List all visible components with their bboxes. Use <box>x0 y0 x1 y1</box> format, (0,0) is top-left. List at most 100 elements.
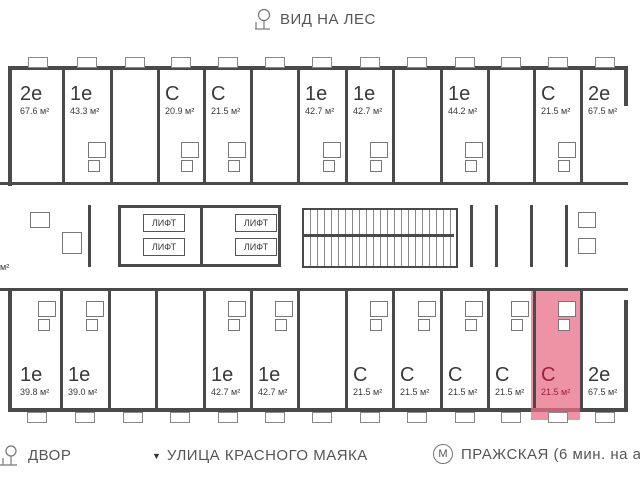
bathroom-fixture <box>62 232 82 254</box>
partition-wall <box>157 70 160 182</box>
sink-fixture <box>86 319 98 331</box>
yard-label: ДВОР <box>28 446 72 464</box>
partition-wall <box>487 291 490 408</box>
lift-shaft: ЛИФТ <box>143 214 185 232</box>
bathroom-fixture <box>558 142 576 158</box>
balcony <box>124 57 145 68</box>
sink-fixture <box>228 160 240 172</box>
street-legend: ▼ УЛИЦА КРАСНОГО МАЯКА <box>152 447 368 464</box>
unit-type: С <box>448 364 463 386</box>
sink-fixture <box>558 319 570 331</box>
sink-fixture <box>558 160 570 172</box>
partition-wall <box>487 70 490 182</box>
top-unit[interactable] <box>250 70 297 182</box>
unit-type: С <box>541 364 556 386</box>
balcony <box>407 412 427 423</box>
metro-legend: М ПРАЖСКАЯ (6 мин. на авт <box>433 444 640 464</box>
partition-wall <box>580 70 583 182</box>
unit-type: 2e <box>588 83 611 105</box>
bathroom-fixture <box>418 301 436 317</box>
corridor-wall-bottom <box>0 288 628 291</box>
balcony <box>122 412 143 423</box>
unit-type: С <box>353 364 368 386</box>
unit-area: 21.5 м² <box>400 387 430 397</box>
bathroom-fixture <box>30 212 50 228</box>
bathroom-fixture <box>558 301 576 317</box>
bottom-unit[interactable] <box>297 291 345 408</box>
unit-area: 21.5 м² <box>541 106 571 116</box>
unit-area: 42.7 м² <box>258 387 288 397</box>
unit-type: 1e <box>20 364 43 386</box>
unit-type: 1e <box>353 83 376 105</box>
unit-type: С <box>541 83 556 105</box>
core-wall <box>495 205 498 267</box>
partition-wall <box>345 70 348 182</box>
sink-fixture <box>228 319 240 331</box>
balcony <box>217 57 238 68</box>
sink-fixture <box>511 319 523 331</box>
partition-wall <box>533 70 536 182</box>
bathroom-fixture <box>275 301 293 317</box>
balcony <box>595 57 615 68</box>
sink-fixture <box>418 319 430 331</box>
unit-area: 67.5 м² <box>588 106 618 116</box>
corridor-wall-top <box>0 182 628 185</box>
balcony <box>217 412 238 423</box>
metro-label: ПРАЖСКАЯ (6 мин. на авт <box>461 445 640 463</box>
unit-type: 1e <box>70 83 93 105</box>
bottom-unit[interactable] <box>155 291 203 408</box>
unit-area: 20.9 м² <box>165 106 195 116</box>
sink-fixture <box>370 319 382 331</box>
stairwell <box>302 208 458 268</box>
partition-wall <box>203 70 206 182</box>
unit-area: 21.5 м² <box>448 387 478 397</box>
balcony <box>547 412 568 423</box>
unit-type: С <box>400 364 415 386</box>
top-unit[interactable] <box>392 70 440 182</box>
triangle-down-icon: ▼ <box>152 450 161 461</box>
partition-wall <box>392 291 395 408</box>
balcony <box>359 412 380 423</box>
balcony <box>359 57 380 68</box>
partition-wall <box>297 291 300 408</box>
bottom-unit[interactable] <box>108 291 155 408</box>
yard-legend: ДВОР <box>0 444 71 466</box>
partition-wall <box>392 70 395 182</box>
tree-icon <box>0 445 17 466</box>
outer-wall-left-top <box>8 66 12 186</box>
view-label: ВИД НА ЛЕС <box>280 10 376 28</box>
unit-type: С <box>165 83 180 105</box>
partition-wall <box>440 70 443 182</box>
unit-area: 42.7 м² <box>305 106 335 116</box>
outer-wall-left-bottom <box>8 290 12 412</box>
core-wall <box>565 205 568 267</box>
balcony <box>547 57 568 68</box>
top-unit[interactable] <box>110 70 157 182</box>
stair-landing <box>302 234 454 237</box>
top-unit[interactable] <box>487 70 533 182</box>
balcony <box>312 57 332 68</box>
partition-wall <box>62 70 65 182</box>
core-wall <box>530 205 533 267</box>
metro-icon: М <box>433 444 453 464</box>
sink-fixture <box>181 160 193 172</box>
unit-type: 2e <box>20 83 43 105</box>
